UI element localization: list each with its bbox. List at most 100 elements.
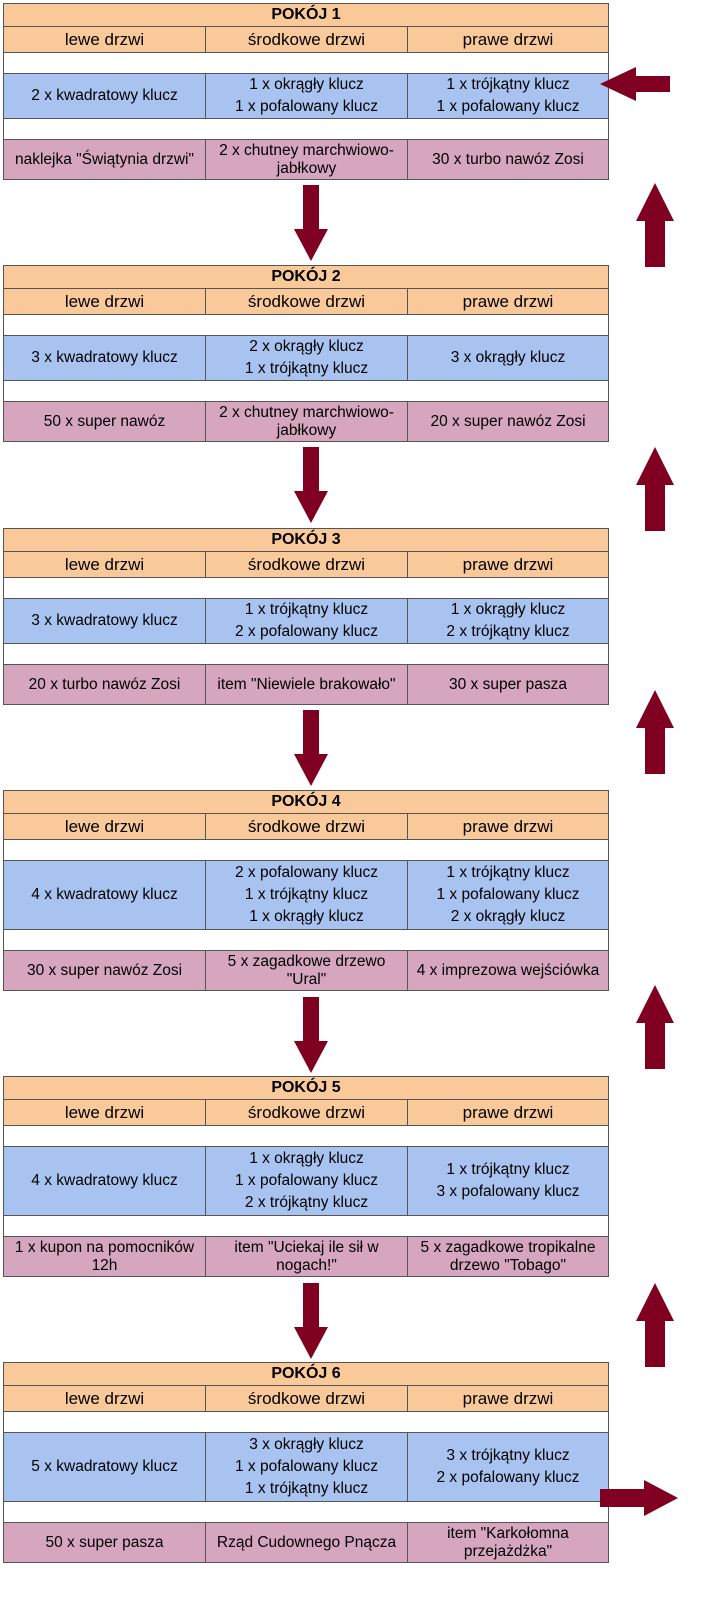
keys-cell: 1 x trójkątny klucz 3 x pofalowany klucz: [408, 1147, 608, 1215]
key-requirement: 1 x trójkątny klucz: [244, 1479, 369, 1497]
keys-cell: 3 x kwadratowy klucz: [4, 599, 206, 643]
room-title: POKÓJ 5: [3, 1076, 609, 1100]
reward-cell: 50 x super nawóz: [4, 402, 206, 441]
reward-cell: 4 x imprezowa wejściówka: [416, 961, 600, 979]
spacer-row: [3, 53, 609, 74]
door-header: środkowe drzwi: [206, 1100, 408, 1125]
door-header: prawe drzwi: [462, 1102, 554, 1122]
key-requirement: 1 x okrągły klucz: [249, 1150, 364, 1168]
arrow-up-icon: [636, 1283, 674, 1367]
door-header: lewe drzwi: [4, 552, 206, 577]
door-header: lewe drzwi: [4, 289, 206, 314]
arrow-up-icon: [636, 447, 674, 531]
key-requirement: 2 x pofalowany klucz: [436, 1469, 580, 1486]
room-title: POKÓJ 4: [3, 790, 609, 814]
door-header: prawe drzwi: [462, 291, 554, 311]
reward-cell: 30 x turbo nawóz Zosi: [432, 150, 584, 168]
room-title: POKÓJ 3: [3, 528, 609, 552]
keys-cell: 4 x kwadratowy klucz: [4, 861, 206, 929]
room-title: POKÓJ 6: [3, 1362, 609, 1386]
key-requirement: 3 x okrągły klucz: [249, 1436, 364, 1454]
key-requirement: 1 x pofalowany klucz: [234, 98, 379, 115]
arrow-left-icon: [600, 67, 670, 101]
reward-cell: 5 x zagadkowe drzewo "Ural": [206, 951, 408, 990]
keys-cell: 3 x okrągły klucz: [408, 336, 608, 380]
key-requirement: 4 x kwadratowy klucz: [31, 1172, 178, 1190]
key-requirement: 3 x kwadratowy klucz: [31, 612, 178, 630]
door-header: lewe drzwi: [4, 814, 206, 839]
key-requirement: 2 x pofalowany klucz: [234, 623, 379, 640]
key-requirement: 2 x okrągły klucz: [249, 338, 364, 356]
reward-cell: Rząd Cudownego Pnącza: [206, 1523, 408, 1562]
arrow-up-icon: [636, 690, 674, 774]
door-header: prawe drzwi: [462, 29, 554, 49]
key-requirement: 2 x trójkątny klucz: [244, 1193, 369, 1211]
reward-cell: item "Uciekaj ile sił w nogach!": [206, 1237, 408, 1276]
room-title: POKÓJ 1: [3, 3, 609, 27]
key-requirement: 1 x trójkątny klucz: [446, 1161, 570, 1179]
reward-cell: 20 x super nawóz Zosi: [430, 412, 586, 430]
key-requirement: 1 x trójkątny klucz: [244, 886, 369, 904]
key-requirement: 3 x pofalowany klucz: [436, 1183, 580, 1200]
key-requirement: 4 x kwadratowy klucz: [31, 886, 178, 904]
key-requirement: 3 x trójkątny klucz: [446, 1447, 570, 1465]
keys-cell: 3 x okrągły klucz 1 x pofalowany klucz 1 x…: [206, 1433, 408, 1501]
door-header: środkowe drzwi: [206, 552, 408, 577]
key-requirement: 1 x okrągły klucz: [450, 601, 566, 619]
spacer-row: [3, 1216, 609, 1237]
key-requirement: 1 x trójkątny klucz: [446, 76, 570, 94]
arrow-down-icon: [294, 447, 328, 523]
reward-cell: 5 x zagadkowe tropikalne drzewo "Tobago": [420, 1238, 596, 1274]
key-requirement: 2 x pofalowany klucz: [234, 864, 379, 882]
spacer-row: [3, 840, 609, 861]
door-header: prawe drzwi: [462, 1388, 554, 1408]
key-requirement: 2 x kwadratowy klucz: [31, 87, 178, 105]
spacer-row: [3, 1126, 609, 1147]
key-requirement: 1 x okrągły klucz: [249, 907, 364, 925]
door-header: lewe drzwi: [4, 1100, 206, 1125]
spacer-row: [3, 930, 609, 951]
reward-cell: 1 x kupon na pomocników 12h: [4, 1237, 206, 1276]
arrow-up-icon: [636, 183, 674, 267]
arrow-up-icon: [636, 985, 674, 1069]
keys-cell: 1 x okrągły klucz 1 x pofalowany klucz 2 x…: [206, 1147, 408, 1215]
spacer-row: [3, 578, 609, 599]
reward-cell: naklejka "Świątynia drzwi": [4, 140, 206, 179]
door-header: środkowe drzwi: [206, 1386, 408, 1411]
reward-cell: 2 x chutney marchwiowo-jabłkowy: [206, 402, 408, 441]
spacer-row: [3, 315, 609, 336]
key-requirement: 3 x okrągły klucz: [450, 349, 566, 367]
door-header: prawe drzwi: [462, 554, 554, 574]
door-header: lewe drzwi: [4, 1386, 206, 1411]
keys-row: 4 x kwadratowy klucz 2 x pofalowany klucz…: [3, 861, 609, 930]
key-requirement: 1 x pofalowany klucz: [234, 1172, 379, 1190]
keys-cell: 3 x trójkątny klucz 2 x pofalowany klucz: [408, 1433, 608, 1501]
key-requirement: 1 x pofalowany klucz: [436, 886, 580, 904]
reward-cell: 30 x super pasza: [448, 675, 568, 693]
door-header: lewe drzwi: [4, 27, 206, 52]
key-requirement: 1 x pofalowany klucz: [234, 1458, 379, 1476]
spacer-row: [3, 1412, 609, 1433]
keys-cell: 4 x kwadratowy klucz: [4, 1147, 206, 1215]
room-title: POKÓJ 2: [3, 265, 609, 289]
